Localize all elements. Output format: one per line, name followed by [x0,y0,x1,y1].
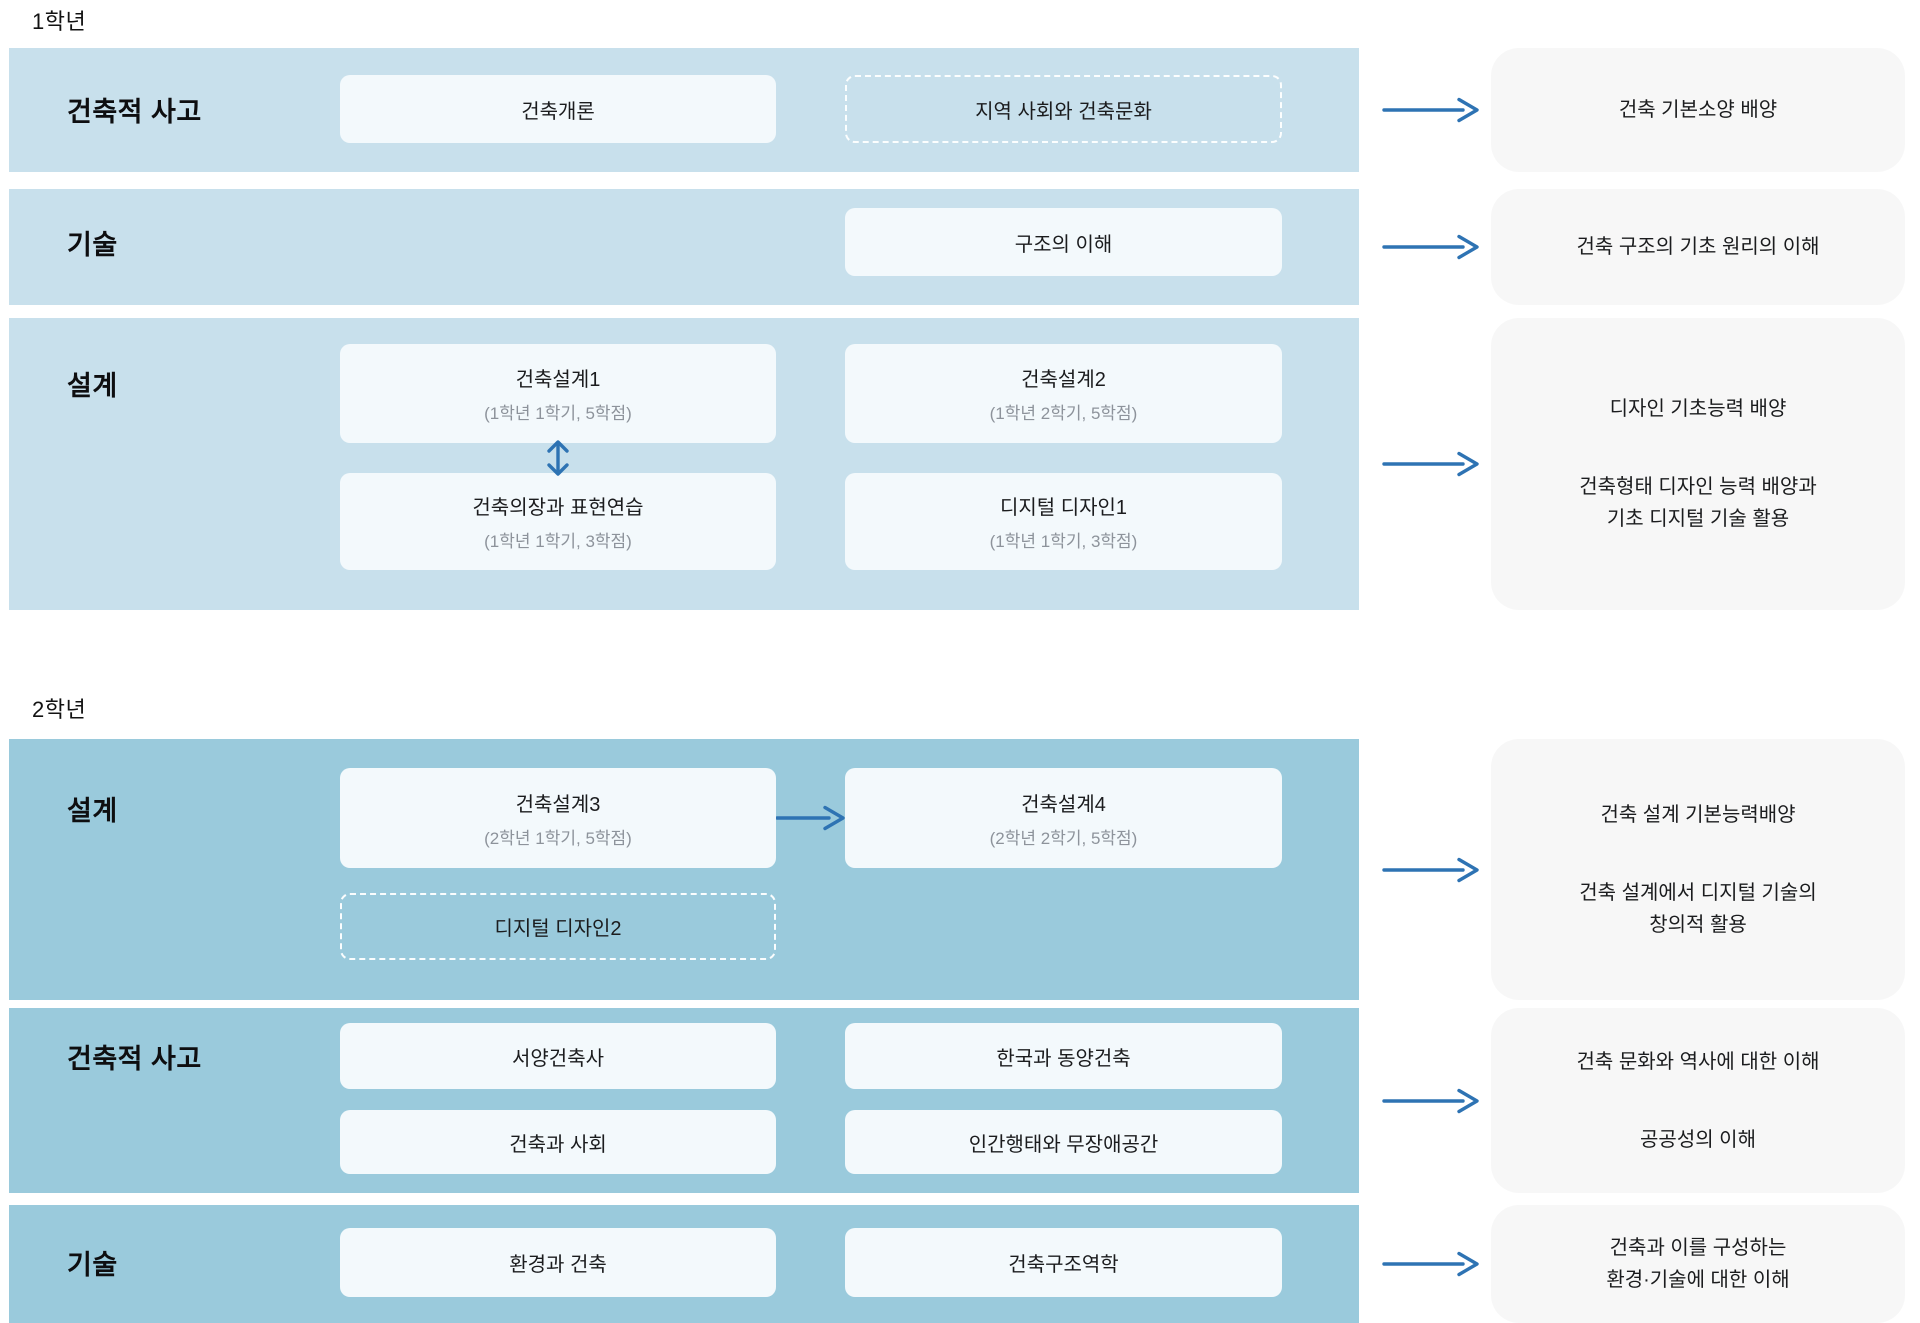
course-credit: (1학년 1학기, 3학점) [484,532,632,551]
course-title: 한국과 동양건축 [996,1047,1131,1070]
elective-course-box: 디지털 디자인2 [340,893,776,960]
course-box: 건축개론 [340,75,776,143]
course-box: 건축설계4 (2학년 2학기, 5학점) [845,768,1282,868]
course-box: 한국과 동양건축 [845,1023,1282,1089]
course-title: 디지털 디자인1 [999,497,1128,519]
outcome-line: 건축 문화와 역사에 대한 이해 [1576,1050,1820,1073]
band-category-label: 건축적 사고 [67,96,202,127]
band-category-label: 기술 [67,1250,118,1280]
course-title: 건축설계3 [515,793,601,816]
outcome-line: 환경·기술에 대한 이해 [1606,1269,1790,1291]
course-credit: (1학년 2학기, 5학점) [989,404,1138,423]
course-box: 건축구조역학 [845,1228,1282,1297]
outcome-paragraph: 디자인 기초능력 배양 [1610,393,1787,425]
year-label: 2학년 [32,697,87,722]
course-title: 인간행태와 무장애공간 [968,1133,1159,1156]
course-title: 건축과 사회 [509,1133,607,1156]
curriculum-band: 설계 건축설계1 (1학년 1학기, 5학점) 건축설계2 (1학년 2학기, 5학점)… [9,318,1359,610]
course-credit: (1학년 1학기, 3학점) [989,532,1138,551]
course-title: 건축설계1 [515,369,601,391]
outcome-line: 건축 기본소양 배양 [1618,99,1778,121]
course-title: 건축개론 [521,100,595,123]
outcome-box: 건축 구조의 기초 원리의 이해 [1491,189,1905,305]
outcome-line: 건축 설계에서 디지털 기술의 [1579,881,1817,904]
flow-arrow-icon [1382,451,1479,477]
outcome-paragraph: 건축 구조의 기초 원리의 이해 [1576,231,1819,263]
course-title: 환경과 건축 [509,1254,607,1276]
curriculum-band: 건축적 사고 건축개론 지역 사회와 건축문화 [9,48,1359,172]
curriculum-band: 설계 건축설계3 (2학년 1학기, 5학점) 건축설계4 (2학년 2학기, 5학점)… [9,739,1359,1000]
outcome-paragraph: 건축 문화와 역사에 대한 이해 [1576,1046,1819,1078]
course-credit: (2학년 1학기, 5학점) [484,828,632,848]
course-title: 건축의장과 표현연습 [472,497,644,519]
outcome-line: 건축과 이를 구성하는 [1609,1237,1787,1259]
outcome-paragraph: 건축 설계 기본능력배양 [1600,799,1795,831]
outcome-line: 디자인 기초능력 배양 [1609,398,1787,420]
band-category-label: 설계 [67,795,118,826]
outcome-paragraph: 공공성의 이해 [1640,1124,1756,1156]
outcome-paragraph: 건축 기본소양 배양 [1619,94,1777,126]
double-vertical-arrow-icon [547,440,569,476]
course-box: 건축의장과 표현연습 (1학년 1학기, 3학점) [340,473,776,570]
course-box: 디지털 디자인1 (1학년 1학기, 3학점) [845,473,1282,570]
course-title: 지역 사회와 건축문화 [975,100,1152,123]
outcome-line: 기초 디지털 기술 활용 [1606,508,1790,530]
course-box: 인간행태와 무장애공간 [845,1110,1282,1174]
flow-arrow-icon [1382,1088,1479,1113]
course-title: 건축설계4 [1021,793,1106,816]
course-box: 건축과 사회 [340,1110,776,1174]
band-category-label: 설계 [67,371,118,401]
sequence-arrow-icon [776,805,845,831]
course-title: 구조의 이해 [1014,233,1113,256]
course-box: 구조의 이해 [845,208,1282,276]
course-title: 건축설계2 [1021,369,1106,391]
flow-arrow-icon [1382,97,1479,123]
outcome-line: 건축 설계 기본능력배양 [1600,803,1796,826]
outcome-line: 건축 구조의 기초 원리의 이해 [1576,236,1820,258]
course-box: 건축설계2 (1학년 2학기, 5학점) [845,344,1282,443]
course-box: 건축설계3 (2학년 1학기, 5학점) [340,768,776,868]
band-category-label: 건축적 사고 [67,1043,202,1074]
flow-arrow-icon [1382,1251,1479,1277]
flow-arrow-icon [1382,234,1479,260]
band-category-label: 기술 [67,229,118,260]
course-box: 서양건축사 [340,1023,776,1089]
course-title: 디지털 디자인2 [494,918,622,940]
course-credit: (1학년 1학기, 5학점) [484,404,632,423]
elective-course-box: 지역 사회와 건축문화 [845,75,1282,143]
course-box: 환경과 건축 [340,1228,776,1297]
course-box: 건축설계1 (1학년 1학기, 5학점) [340,344,776,443]
year-label: 1학년 [32,9,87,34]
curriculum-band: 기술 환경과 건축 건축구조역학 [9,1205,1359,1323]
flow-arrow-icon [1382,857,1479,882]
course-credit: (2학년 2학기, 5학점) [989,828,1138,848]
outcome-line: 공공성의 이해 [1640,1128,1756,1151]
outcome-box: 건축 기본소양 배양 [1491,48,1905,172]
course-title: 건축구조역학 [1008,1254,1119,1276]
outcome-line: 건축형태 디자인 능력 배양과 [1579,476,1817,498]
course-title: 서양건축사 [512,1047,604,1070]
outcome-line: 창의적 활용 [1649,913,1747,936]
curriculum-band: 기술 구조의 이해 [9,189,1359,305]
